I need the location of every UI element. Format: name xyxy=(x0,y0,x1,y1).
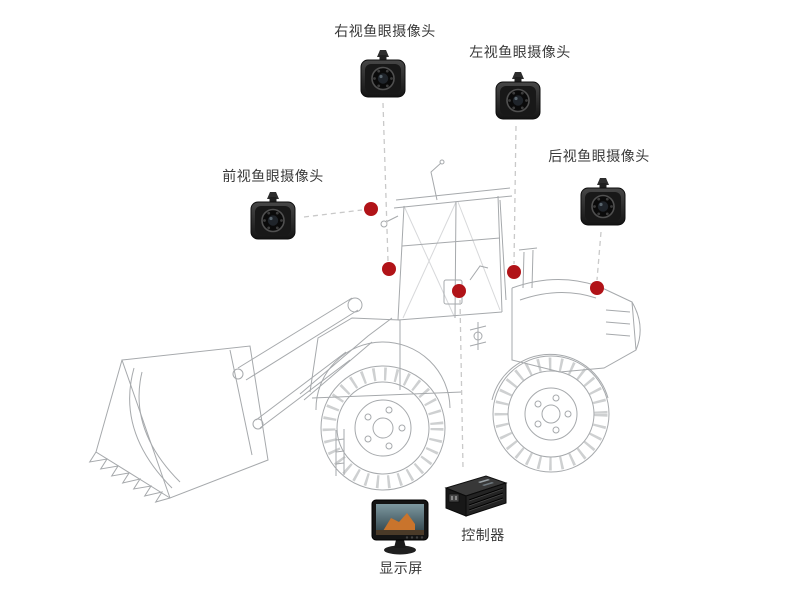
mount-point-right xyxy=(382,262,396,276)
rear-camera-image xyxy=(580,177,626,226)
label-front-camera: 前视鱼眼摄像头 xyxy=(222,169,324,185)
front-camera-image xyxy=(250,191,296,240)
right-camera-image xyxy=(360,49,406,98)
label-right-camera: 右视鱼眼摄像头 xyxy=(334,24,436,40)
monitor-image xyxy=(371,499,429,555)
left-camera-image xyxy=(495,71,541,120)
connector-rear-camera xyxy=(596,231,602,281)
mount-point-center xyxy=(452,284,466,298)
mount-point-markers xyxy=(364,202,604,298)
mount-point-left xyxy=(507,265,521,279)
connector-front-camera xyxy=(303,209,363,218)
label-display: 显示屏 xyxy=(379,561,423,577)
connector-left-camera xyxy=(513,125,517,265)
connector-controller xyxy=(459,299,464,469)
label-controller: 控制器 xyxy=(461,528,505,544)
label-left-camera: 左视鱼眼摄像头 xyxy=(469,45,571,61)
label-rear-camera: 后视鱼眼摄像头 xyxy=(548,149,650,165)
connector-right-camera xyxy=(382,102,389,262)
connector-lines xyxy=(303,102,602,469)
mount-point-front xyxy=(364,202,378,216)
vehicle-wireframe xyxy=(88,159,641,503)
controller-image xyxy=(445,475,507,517)
mount-point-rear xyxy=(590,281,604,295)
